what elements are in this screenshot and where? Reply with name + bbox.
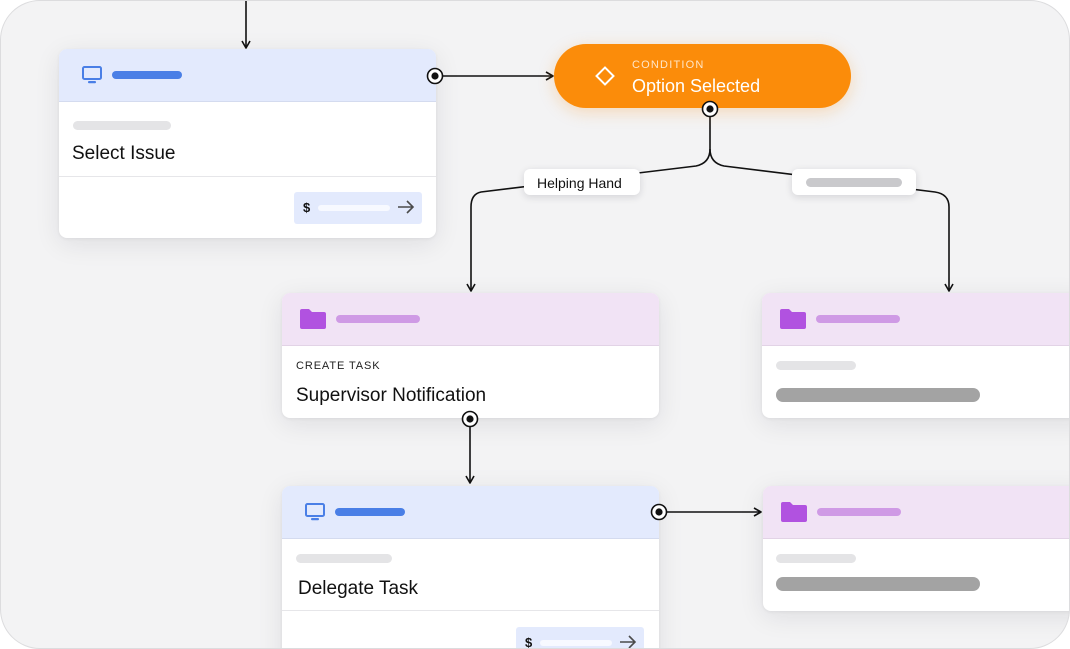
branch-label-text: Helping Hand xyxy=(537,175,622,191)
header-placeholder-bar xyxy=(816,315,900,323)
price-chip[interactable]: $ xyxy=(294,192,422,224)
card-header xyxy=(59,49,436,102)
header-placeholder-bar xyxy=(335,508,405,516)
select-issue-card[interactable]: Select Issue $ xyxy=(59,49,436,238)
folder-icon xyxy=(781,502,807,522)
branch-label-left[interactable]: Helping Hand xyxy=(524,169,640,195)
card-header xyxy=(282,293,659,346)
card-header xyxy=(282,486,659,539)
subtitle-placeholder xyxy=(776,361,856,370)
card-header xyxy=(763,486,1069,539)
subtitle-placeholder xyxy=(73,121,171,130)
card-title: Supervisor Notification xyxy=(296,385,487,406)
card-title: Select Issue xyxy=(72,143,176,164)
branch-connector-right xyxy=(709,148,954,292)
arrow-right-icon xyxy=(398,200,415,214)
port-handle[interactable] xyxy=(701,100,719,118)
card-label: CREATE TASK xyxy=(296,360,381,372)
card-divider xyxy=(282,610,659,611)
subtitle-placeholder xyxy=(776,554,856,563)
monitor-icon xyxy=(82,66,102,84)
subtitle-placeholder xyxy=(296,554,392,563)
condition-label: CONDITION xyxy=(632,59,705,71)
condition-title: Option Selected xyxy=(632,76,761,96)
supervisor-notification-card[interactable]: CREATE TASK Supervisor Notification xyxy=(282,293,659,418)
header-placeholder-bar xyxy=(817,508,901,516)
currency-symbol: $ xyxy=(525,635,533,649)
header-placeholder-bar xyxy=(112,71,182,79)
port-handle[interactable] xyxy=(426,67,444,85)
task-card-bottom-right[interactable] xyxy=(763,486,1069,611)
price-placeholder xyxy=(540,640,612,646)
title-placeholder xyxy=(776,388,980,402)
condition-node[interactable]: CONDITION Option Selected xyxy=(554,44,851,108)
folder-icon xyxy=(780,309,806,329)
monitor-icon xyxy=(305,503,325,521)
arrow-right-icon xyxy=(620,635,637,648)
card-divider xyxy=(59,176,436,177)
folder-icon xyxy=(300,309,326,329)
delegate-task-card[interactable]: Delegate Task $ xyxy=(282,486,659,649)
port-handle[interactable] xyxy=(461,410,479,428)
task-card-top-right[interactable] xyxy=(762,293,1069,418)
title-placeholder xyxy=(776,577,980,591)
card-title: Delegate Task xyxy=(298,578,419,599)
header-placeholder-bar xyxy=(336,315,420,323)
branch-label-placeholder xyxy=(806,178,902,187)
currency-symbol: $ xyxy=(303,200,311,215)
port-handle[interactable] xyxy=(650,503,668,521)
branch-label-right[interactable] xyxy=(792,169,916,195)
card-header xyxy=(762,293,1069,346)
price-chip[interactable]: $ xyxy=(516,627,644,649)
price-placeholder xyxy=(318,205,390,211)
